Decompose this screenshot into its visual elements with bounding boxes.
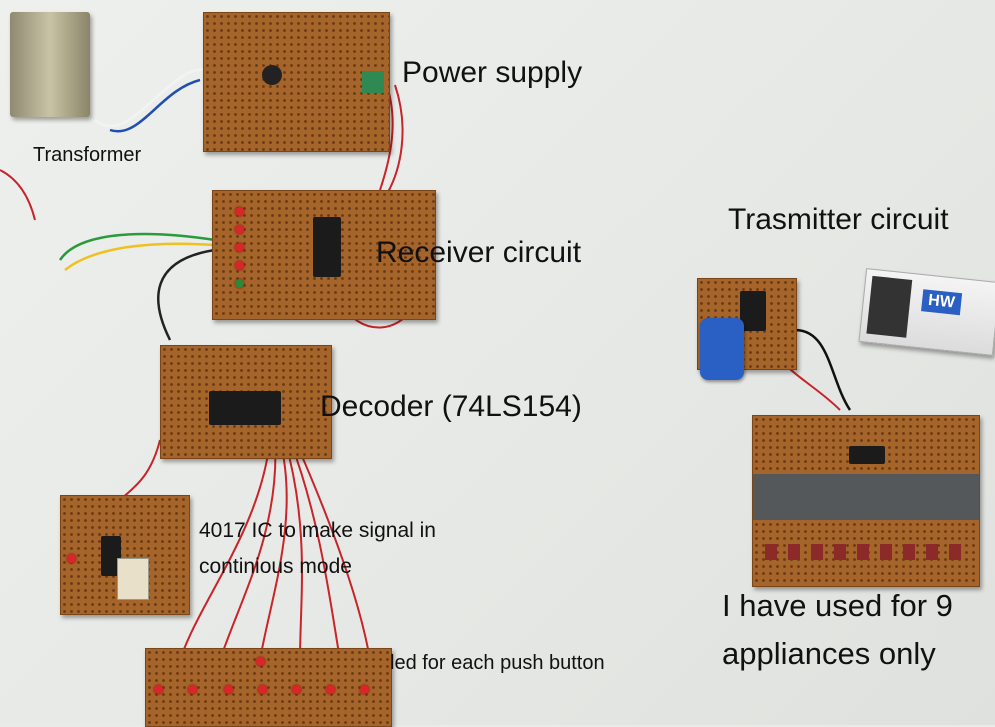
led-icon bbox=[292, 685, 301, 694]
leds-label: led for each push button bbox=[390, 652, 605, 674]
receiver-board bbox=[212, 190, 436, 320]
counter-label-line1: 4017 IC to make signal in bbox=[199, 519, 436, 542]
battery-clip bbox=[700, 318, 744, 380]
led-board bbox=[145, 648, 392, 727]
insulating-tape bbox=[753, 474, 979, 520]
led-icon bbox=[224, 685, 233, 694]
decoder-label: Decoder (74LS154) bbox=[320, 390, 582, 423]
led-icon bbox=[326, 685, 335, 694]
receiver-ic bbox=[313, 217, 341, 277]
appliances-label-line1: I have used for 9 bbox=[722, 588, 953, 623]
terminal-block bbox=[362, 71, 384, 93]
led-icon bbox=[360, 685, 369, 694]
push-buttons bbox=[765, 544, 970, 560]
decoder-board bbox=[160, 345, 332, 459]
keypad-board bbox=[752, 415, 980, 587]
led-icon bbox=[256, 657, 265, 666]
power-supply-board bbox=[203, 12, 390, 152]
counter-label-line2: continious mode bbox=[199, 555, 352, 578]
power-supply-label: Power supply bbox=[402, 56, 583, 89]
decoder-ic bbox=[209, 391, 281, 425]
battery-brand: HW bbox=[921, 289, 962, 316]
transmitter-ic bbox=[740, 291, 766, 331]
led-icon bbox=[235, 279, 244, 288]
transmitter-label: Trasmitter circuit bbox=[728, 203, 949, 236]
led-icon bbox=[154, 685, 163, 694]
capacitor bbox=[262, 65, 282, 85]
led-icon bbox=[235, 243, 244, 252]
transformer-label: Transformer bbox=[33, 144, 142, 166]
appliances-label-line2: appliances only bbox=[722, 636, 936, 671]
led-icon bbox=[235, 225, 244, 234]
relay bbox=[117, 558, 149, 600]
transmitter-board bbox=[697, 278, 797, 370]
encoder-ic bbox=[849, 446, 885, 464]
counter-ic bbox=[101, 536, 121, 576]
battery-terminals bbox=[866, 275, 913, 338]
led-icon bbox=[67, 554, 76, 563]
led-icon bbox=[188, 685, 197, 694]
led-icon bbox=[235, 261, 244, 270]
led-icon bbox=[258, 685, 267, 694]
receiver-label: Receiver circuit bbox=[376, 236, 582, 269]
battery: HW bbox=[858, 268, 995, 356]
led-icon bbox=[235, 207, 244, 216]
transformer bbox=[10, 12, 90, 117]
counter-board bbox=[60, 495, 190, 615]
